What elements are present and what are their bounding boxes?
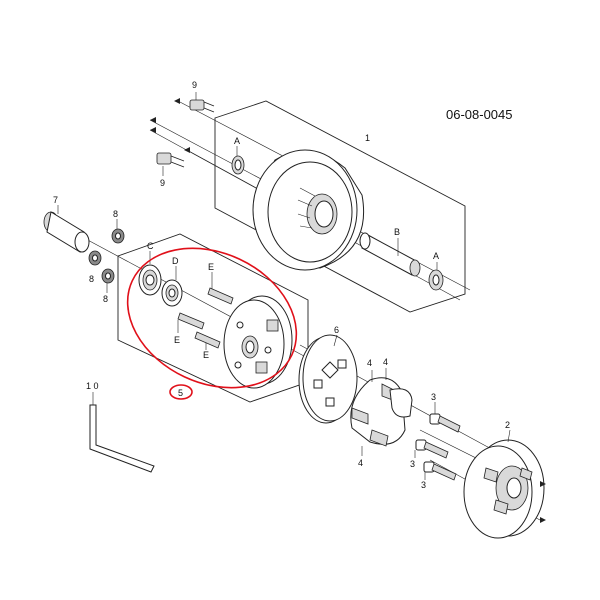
- brake-drum: [252, 149, 365, 271]
- bolt-9-lower: [156, 152, 185, 176]
- label-part-9: 9: [160, 178, 165, 188]
- label-part-1: 1: [365, 133, 370, 143]
- washer-8-a: [111, 219, 125, 244]
- bolt-3-lower: [423, 461, 457, 481]
- label-C: C: [147, 241, 154, 251]
- label-part-5: 5: [178, 388, 183, 398]
- shaft-B: [359, 232, 421, 277]
- bearing-A-upper: [231, 146, 245, 175]
- label-part-4: 4: [383, 357, 388, 367]
- label-part-9: 9: [192, 80, 197, 90]
- label-part-6: 6: [334, 325, 339, 335]
- label-E: E: [203, 350, 209, 360]
- label-part-3: 3: [421, 480, 426, 490]
- arrow-icon: [184, 147, 190, 153]
- label-E: E: [208, 262, 214, 272]
- label-part-7: 7: [53, 195, 58, 205]
- arrow-icon: [540, 481, 546, 487]
- stud-E-lower: [194, 331, 221, 350]
- label-part-8: 8: [103, 294, 108, 304]
- highlight-part-5-circle: [169, 384, 193, 400]
- label-part-8: 8: [113, 209, 118, 219]
- arrow-icon: [540, 517, 546, 523]
- bearing-D: [161, 266, 183, 307]
- bearing-C: [138, 251, 162, 296]
- label-part-3: 3: [431, 392, 436, 402]
- bolt-3-upper: [429, 402, 461, 433]
- arrow-icon: [150, 117, 156, 123]
- label-part-3: 3: [410, 459, 415, 469]
- coupling-4: [350, 368, 413, 456]
- label-B: B: [394, 227, 400, 237]
- washer-8-b: [88, 250, 102, 266]
- arrow-icon: [150, 127, 156, 133]
- label-part-10: 1 0: [86, 381, 99, 391]
- stud-E-middle: [177, 312, 205, 333]
- washer-8-c: [101, 268, 115, 293]
- hub-2: [463, 429, 546, 539]
- bolt-9-upper: [189, 92, 215, 113]
- label-part-8: 8: [89, 274, 94, 284]
- disc-6: [298, 334, 358, 424]
- label-A: A: [234, 136, 240, 146]
- highlight-ellipse: [126, 247, 298, 389]
- label-A: A: [433, 251, 439, 261]
- label-part-4: 4: [358, 458, 363, 468]
- drawing-code: 06-08-0045: [446, 107, 513, 122]
- label-part-4: 4: [367, 358, 372, 368]
- spacer-7: [43, 205, 90, 253]
- label-D: D: [172, 256, 179, 266]
- drum-assembly-box: [214, 100, 466, 313]
- hex-key-10: [89, 392, 155, 473]
- stud-E-upper: [207, 272, 234, 305]
- bearing-A-lower: [428, 262, 444, 291]
- label-E: E: [174, 335, 180, 345]
- hub-flange: [223, 295, 293, 389]
- label-part-2: 2: [505, 420, 510, 430]
- arrow-icon: [174, 98, 180, 104]
- bolt-3-middle: [414, 439, 449, 459]
